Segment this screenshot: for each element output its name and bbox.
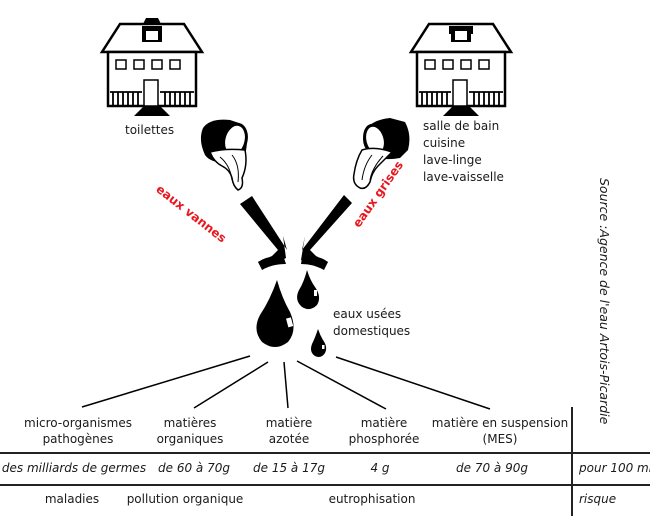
risk-eutrophication: eutrophisation — [328, 492, 416, 506]
bucket-left-icon — [200, 119, 248, 191]
risk-label: risque — [579, 492, 617, 506]
bucket-right-icon — [352, 118, 410, 190]
quantity-nitrogen: de 15 à 17g — [253, 461, 325, 475]
source-label-toilets: toilettes — [125, 123, 175, 137]
risk-organic-pollution: pollution organique — [126, 492, 244, 506]
water-drops-icon — [256, 270, 327, 357]
house-right-icon — [408, 22, 514, 116]
line-organic — [193, 361, 269, 409]
risk-diseases: maladies — [44, 492, 100, 506]
table-vertical-divider — [571, 407, 573, 516]
line-phosphorus — [296, 360, 387, 410]
center-label-line1: eaux usées — [333, 307, 402, 321]
source-labels-right: salle de bain cuisine lave-linge lave-va… — [423, 118, 504, 186]
table-divider-2 — [0, 484, 650, 486]
quantity-micro-organisms: des milliards de germes — [1, 461, 147, 475]
center-label: eaux usées domestiques — [333, 306, 410, 340]
quantity-phosphorus: 4 g — [370, 461, 390, 475]
quantity-organic: de 60 à 70g — [158, 461, 230, 475]
quantity-suspended-matter: de 70 à 90g — [456, 461, 528, 475]
house-left-icon — [99, 18, 205, 116]
source-label-bathroom: salle de bain — [423, 119, 500, 133]
quantity-unit: pour 100 ml — [579, 461, 650, 475]
component-suspended-matter: matière en suspension(MES) — [431, 416, 569, 446]
radiating-lines — [81, 355, 491, 410]
source-label-dishwasher: lave-vaisselle — [423, 170, 504, 184]
arrow-left-icon — [240, 196, 287, 270]
arrow-right-icon — [301, 195, 352, 270]
table-divider-1 — [0, 452, 650, 454]
source-credit: Source :Agence de l'eau Artois-Picardie — [597, 178, 612, 425]
line-nitrogen — [283, 361, 289, 409]
line-suspended — [335, 356, 491, 410]
center-label-line2: domestiques — [333, 324, 411, 338]
source-label-kitchen: cuisine — [423, 136, 466, 150]
line-micro-organisms — [81, 355, 251, 408]
source-label-washing-machine: lave-linge — [423, 153, 482, 167]
